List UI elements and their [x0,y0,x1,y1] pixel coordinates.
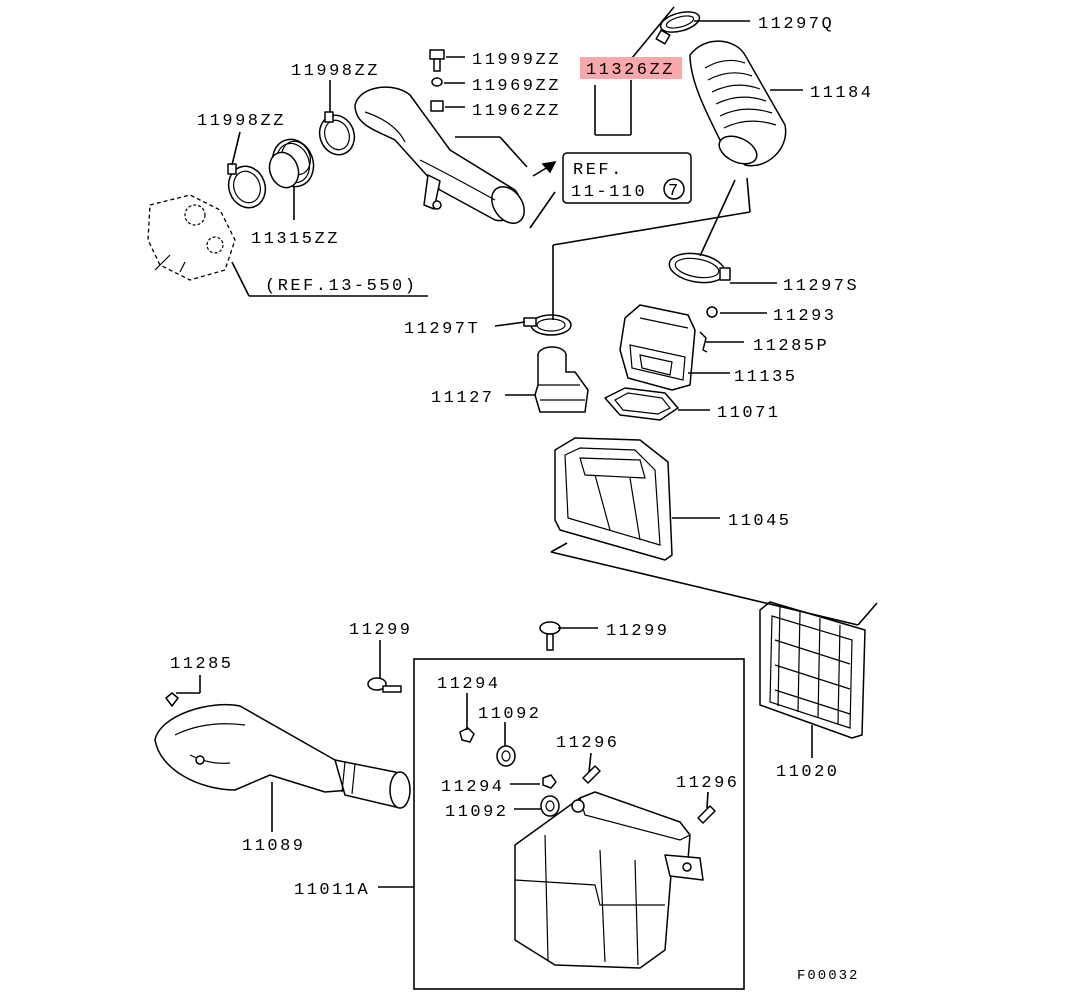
intake-duct-11089[interactable] [154,703,411,809]
leader-lines [176,6,878,888]
label-11294-lower[interactable]: 11294 [441,778,505,797]
ref-11-110-line2[interactable]: 11-110 [571,183,647,202]
resonator-11127[interactable] [534,346,589,413]
label-11089[interactable]: 11089 [242,837,306,856]
bushing-11092-lower[interactable] [540,795,560,817]
label-11969ZZ[interactable]: 11969ZZ [472,77,561,96]
bolt-11999ZZ[interactable] [429,49,445,72]
label-11299-left[interactable]: 11299 [349,621,413,640]
ref-13-550[interactable]: (REF.13-550) [265,277,417,296]
clamp-11998ZZ-upper[interactable] [314,110,360,159]
part-labels: 11297Q 11999ZZ 11326ZZ 11998ZZ 11184 119… [170,15,874,984]
clip-11285[interactable] [165,692,179,707]
clamp-11297Q[interactable] [655,8,701,45]
clamp-11297S[interactable] [667,249,731,286]
label-11297T[interactable]: 11297T [404,320,480,339]
label-11297S[interactable]: 11297S [783,277,859,296]
air-pipe-11326ZZ[interactable] [354,86,531,229]
label-11315ZZ[interactable]: 11315ZZ [251,230,340,249]
throttle-body-ref [147,194,236,281]
label-11299-right[interactable]: 11299 [606,622,670,641]
detail-frame [413,658,745,990]
air-filter-11020[interactable] [759,601,866,739]
label-11294-upper[interactable]: 11294 [437,675,501,694]
airflow-sensor-11135[interactable] [619,304,696,391]
label-11011A[interactable]: 11011A [294,881,370,900]
bushing-11092-upper[interactable] [496,745,516,767]
intake-hose-11184[interactable] [689,40,787,169]
gasket-11071[interactable] [604,387,679,421]
label-11285[interactable]: 11285 [170,655,234,674]
label-11127[interactable]: 11127 [431,389,495,408]
washer-11969ZZ[interactable] [431,77,443,87]
label-11285P[interactable]: 11285P [753,337,829,356]
label-11135[interactable]: 11135 [734,368,798,387]
label-11071[interactable]: 11071 [717,404,781,423]
bolt-11299-left[interactable] [367,677,402,693]
label-11296-right[interactable]: 11296 [676,774,740,793]
label-11020[interactable]: 11020 [776,763,840,782]
ref-11-110-box[interactable] [562,152,692,204]
nut-11293[interactable] [706,306,718,318]
ref-circle-icon [663,178,685,200]
ref-11-110-line1[interactable]: REF. [573,161,624,180]
clip-11296-left[interactable] [582,765,601,784]
label-11045[interactable]: 11045 [728,512,792,531]
label-11998ZZ-lower[interactable]: 11998ZZ [197,112,286,131]
grommet-11294-lower[interactable] [542,774,557,789]
figure-id: F00032 [797,968,859,984]
air-cleaner-cover-11045[interactable] [554,437,673,561]
pin-11285P[interactable] [699,331,708,353]
coupling-11315ZZ[interactable] [265,134,320,193]
label-11092-upper[interactable]: 11092 [478,705,542,724]
label-11092-lower[interactable]: 11092 [445,803,509,822]
label-11999ZZ[interactable]: 11999ZZ [472,51,561,70]
label-11326ZZ[interactable]: 11326ZZ [586,61,675,80]
ref-11-110-number: 7 [668,182,681,201]
clip-11296-right[interactable] [697,805,716,824]
label-11184[interactable]: 11184 [810,84,874,103]
label-11998ZZ-upper[interactable]: 11998ZZ [291,62,380,81]
label-11297Q[interactable]: 11297Q [758,15,834,34]
clamp-11297T[interactable] [523,314,572,336]
grommet-11294-upper[interactable] [459,727,475,743]
label-11293[interactable]: 11293 [773,307,837,326]
bolt-11299-right[interactable] [539,621,561,651]
nut-11962ZZ[interactable] [430,100,444,112]
air-cleaner-case-11011A[interactable] [514,791,704,969]
highlight-11326ZZ [580,57,682,79]
clamp-11998ZZ-lower[interactable] [223,161,271,213]
label-11296-left[interactable]: 11296 [556,734,620,753]
label-11962ZZ[interactable]: 11962ZZ [472,102,561,121]
